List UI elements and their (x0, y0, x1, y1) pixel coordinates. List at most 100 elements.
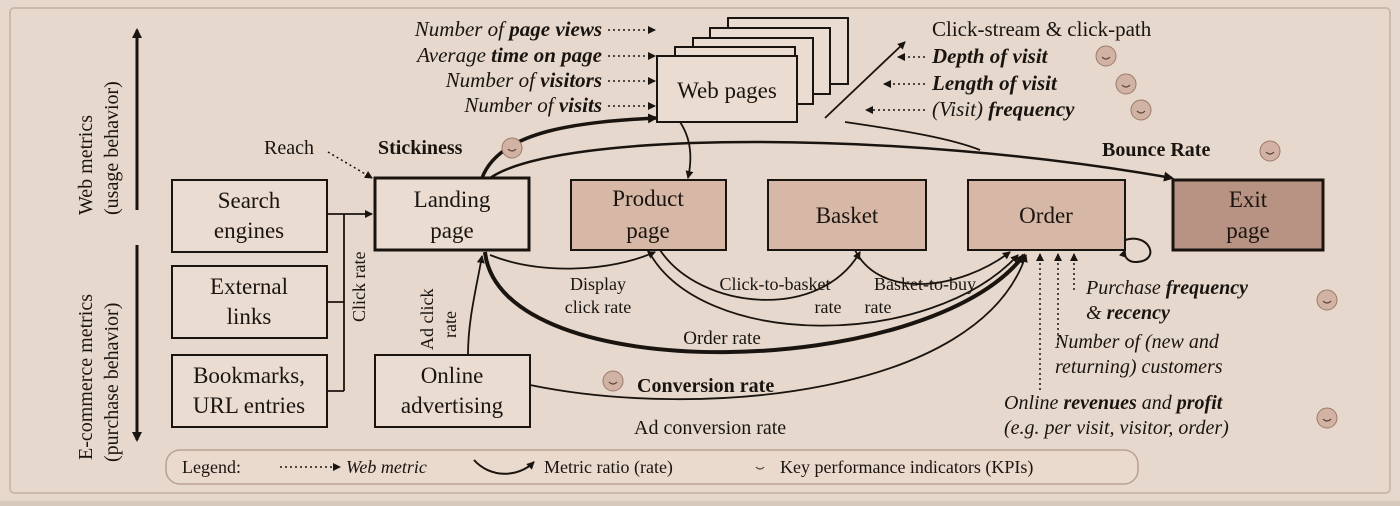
bounce-rate-label: Bounce Rate (1102, 139, 1210, 161)
ad-click-arrow (467, 255, 485, 356)
kpi-icon-bounce (1259, 140, 1281, 162)
display-click-rate-label-2: click rate (565, 297, 631, 317)
web-metrics-axis-sublabel: (usage behavior) (101, 81, 123, 215)
sources-connector (327, 210, 373, 392)
svg-text:Length of visit: Length of visit (931, 71, 1058, 95)
ecommerce-metrics-axis-sublabel: (purchase behavior) (101, 303, 123, 462)
conversion-rate-label: Conversion rate (637, 375, 774, 397)
kpi-icon-conversion (602, 370, 624, 392)
kpi-icon-depth (1095, 45, 1117, 67)
svg-text:Depth of visit: Depth of visit (931, 44, 1049, 68)
purchase-frequency-label: Purchase frequency (1085, 277, 1248, 299)
external-links-box: External links (171, 265, 328, 339)
bookmarks-line2: URL entries (193, 393, 305, 418)
svg-text:Number of visitors: Number of visitors (445, 68, 602, 92)
clickstream-label: Click-stream & click-path (932, 17, 1152, 41)
depth-of-visit-metric: Depth of visit (897, 44, 1049, 68)
display-click-rate-label-1: Display (570, 274, 626, 294)
order-self-loop (1118, 237, 1152, 264)
basket-to-buy-label-2: rate (865, 297, 892, 317)
kpi-icon-revenue (1316, 407, 1338, 429)
revenues-profit-label: Online revenues and profit (1004, 392, 1224, 414)
product-page-line2: page (626, 218, 669, 243)
webpages-to-product-arrow (679, 121, 694, 179)
exit-page-box: Exit page (1171, 178, 1325, 252)
web-metric-visits: Number of visits (463, 93, 656, 117)
kpi-mark (755, 466, 765, 470)
customers-label-1: Number of (new and (1054, 331, 1220, 353)
kpi-icon-purchase (1316, 289, 1338, 311)
kpi-mark (1265, 151, 1275, 155)
length-of-visit-metric: Length of visit (883, 71, 1058, 95)
exit-page-line2: page (1226, 218, 1269, 243)
legend-ratio-label: Metric ratio (rate) (544, 457, 673, 478)
click-rate-label: Click rate (349, 252, 369, 322)
product-page-box: Product page (570, 179, 727, 251)
landing-page-box: Landing page (373, 176, 531, 252)
kpi-mark (1136, 110, 1146, 114)
svg-text:Number of visits: Number of visits (463, 93, 602, 117)
online-advertising-line2: advertising (401, 393, 504, 418)
ad-click-rate-label-2: rate (440, 311, 460, 338)
basket-box: Basket (767, 179, 927, 251)
kpi-mark (1322, 418, 1332, 422)
webpages-to-bounce-line (844, 121, 981, 151)
svg-text:Number of page views: Number of page views (414, 17, 602, 41)
kpi-mark (1121, 84, 1131, 88)
web-metrics-axis-label: Web metrics (75, 115, 97, 215)
click-to-basket-arrow (659, 249, 861, 301)
product-page-line1: Product (612, 186, 684, 211)
purchase-metric-arrows (1036, 253, 1078, 390)
stickiness-label: Stickiness (378, 137, 463, 159)
online-advertising-box: Online advertising (374, 354, 531, 428)
purchase-recency-label: & recency (1086, 302, 1170, 324)
order-rate-arrow (647, 249, 1019, 327)
exit-page-line1: Exit (1229, 187, 1268, 212)
landing-page-line1: Landing (414, 187, 491, 212)
display-click-rate-arrow (489, 251, 656, 270)
order-box: Order (967, 179, 1126, 251)
web-pages-label: Web pages (677, 78, 777, 103)
legend-title: Legend: (182, 457, 241, 477)
click-to-basket-label-2: rate (815, 297, 842, 317)
stickiness-arrow (480, 113, 658, 179)
kpi-mark (1322, 300, 1332, 304)
click-to-basket-label-1: Click-to-basket (720, 274, 831, 294)
search-engines-line2: engines (214, 218, 284, 243)
ad-click-rate-label-1: Ad click (417, 289, 437, 350)
kpi-mark (1101, 56, 1111, 60)
ad-conversion-rate-arrow (529, 254, 1028, 400)
reach-arrow (327, 151, 373, 179)
kpi-mark (507, 148, 517, 152)
reach-label: Reach (264, 137, 314, 159)
web-pages-stack: Web pages (656, 17, 849, 123)
kpi-icon-frequency (1130, 99, 1152, 121)
web-metric-visitors: Number of visitors (445, 68, 656, 92)
revenues-profit-detail: (e.g. per visit, visitor, order) (1004, 417, 1229, 439)
basket-to-buy-label-1: Basket-to-buy (874, 274, 976, 294)
order-label: Order (1019, 203, 1073, 228)
search-engines-box: Search engines (171, 179, 328, 253)
customers-label-2: returning) customers (1055, 356, 1223, 378)
kpi-mark (608, 381, 618, 385)
kpi-icon-stickiness (501, 137, 523, 159)
clickstream-arrow (824, 41, 906, 119)
legend-web-metric-label: Web metric (346, 457, 427, 477)
online-advertising-line1: Online (421, 363, 484, 388)
web-metric-page-views: Number of page views (414, 17, 656, 41)
basket-to-buy-arrow (854, 249, 1011, 285)
bounce-rate-arrow (489, 140, 1174, 182)
basket-label: Basket (816, 203, 879, 228)
order-rate-label: Order rate (683, 328, 761, 349)
bookmarks-line1: Bookmarks, (193, 363, 305, 388)
legend-ratio-arrow (473, 459, 535, 475)
search-engines-line1: Search (218, 188, 281, 213)
landing-page-line2: page (430, 218, 473, 243)
bookmarks-box: Bookmarks, URL entries (171, 354, 328, 428)
kpi-icon-length (1115, 73, 1137, 95)
visit-frequency-metric: (Visit) frequency (865, 97, 1075, 121)
ecommerce-metrics-axis-label: E-commerce metrics (75, 294, 97, 460)
external-links-line2: links (227, 304, 272, 329)
